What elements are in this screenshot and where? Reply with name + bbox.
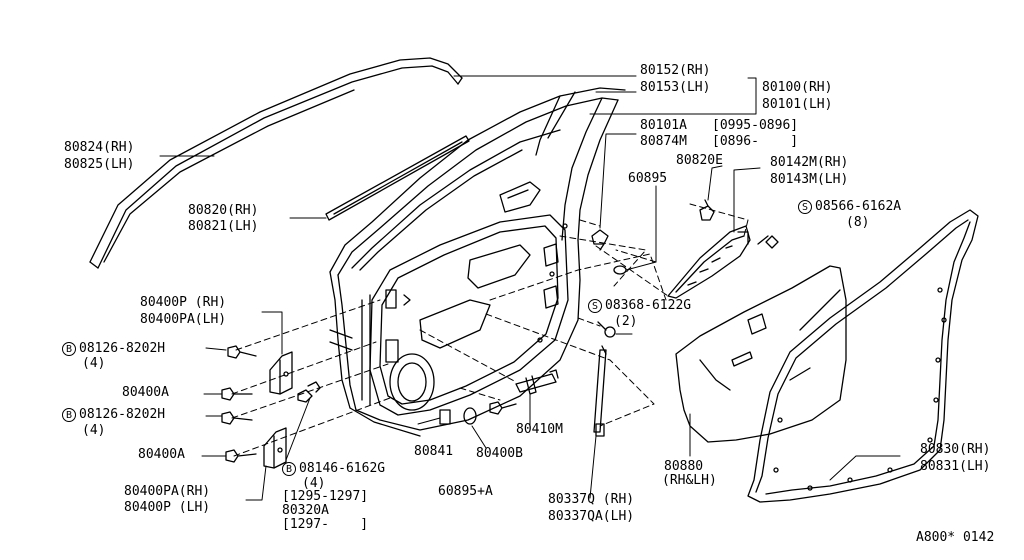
belt-moulding: [325, 135, 470, 221]
label-80400p-lh: 80400P (LH): [124, 500, 211, 515]
screw-08368: [597, 321, 616, 338]
plug-60895-top: [613, 265, 627, 275]
label-08146-qty: (4): [302, 476, 326, 491]
b-marker: B: [282, 461, 296, 476]
label-08368-num: 08368-6122G: [605, 298, 692, 313]
part-80841: [439, 409, 451, 425]
label-08566-qty: (8): [846, 215, 870, 230]
label-80880-side: (RH&LH): [662, 473, 717, 488]
lock-unit: [667, 225, 751, 299]
label-80874m: 80874M: [640, 134, 687, 149]
label-80824: 80824(RH): [64, 140, 135, 155]
label-08126-a-num: 08126-8202H: [79, 341, 166, 356]
label-80820: 80820(RH): [188, 203, 259, 218]
label-80820e: 80820E: [676, 153, 723, 168]
label-80400b: 80400B: [476, 446, 523, 461]
label-80400p-rh: 80400P (RH): [140, 295, 227, 310]
label-80400pa-rh: 80400PA(RH): [124, 484, 211, 499]
label-80825: 80825(LH): [64, 157, 135, 172]
weatherstrip: [747, 209, 979, 503]
label-80880: 80880: [664, 459, 704, 474]
label-80320a: 80320A: [282, 503, 329, 518]
stabilizer: [593, 345, 607, 437]
hinge-bolts: [221, 345, 321, 463]
label-08146-num: 08146-6162G: [299, 461, 386, 476]
label-80841: 80841: [414, 444, 454, 459]
clip-80820e: [699, 199, 715, 221]
diagram-code: A800* 0142: [916, 530, 995, 545]
plug-60895a: [463, 407, 477, 425]
check-link: [489, 369, 559, 415]
label-80400a-1: 80400A: [122, 385, 169, 400]
screw-08566: [757, 235, 779, 249]
label-80410m: 80410M: [516, 422, 563, 437]
label-80831: 80831(LH): [920, 459, 991, 474]
label-60895a: 60895+A: [438, 484, 493, 499]
label-80100: 80100(RH): [762, 80, 833, 95]
b-marker: B: [62, 407, 76, 422]
label-80153: 80153(LH): [640, 80, 711, 95]
label-date1: [1295-1297]: [282, 489, 369, 504]
label-80101a-date: [0995-0896]: [712, 118, 799, 133]
label-08566-num: 08566-6162A: [815, 199, 902, 214]
label-08368-qty: (2): [614, 314, 638, 329]
label-80821: 80821(LH): [188, 219, 259, 234]
door-shell: [329, 87, 626, 437]
label-08126-a-qty: (4): [82, 356, 106, 371]
label-08126-b-num: 08126-8202H: [79, 407, 166, 422]
dashed-assembly-lines: [231, 203, 749, 457]
label-80101: 80101(LH): [762, 97, 833, 112]
sealing-screen: [675, 265, 847, 443]
label-date2: [1297- ]: [282, 517, 369, 532]
s-marker: S: [588, 298, 602, 313]
label-80337qa: 80337QA(LH): [548, 509, 635, 524]
label-80874m-date: [0896- ]: [712, 134, 799, 149]
label-80143m: 80143M(LH): [770, 172, 849, 187]
label-60895-top: 60895: [628, 171, 668, 186]
label-08126-b-qty: (4): [82, 423, 106, 438]
label-80400pa-lh: 80400PA(LH): [140, 312, 227, 327]
label-80142m: 80142M(RH): [770, 155, 849, 170]
b-marker: B: [62, 341, 76, 356]
clip-80101a: [591, 229, 609, 251]
label-80101a: 80101A: [640, 118, 687, 133]
s-marker: S: [798, 199, 812, 214]
label-80830: 80830(RH): [920, 442, 991, 457]
label-80337q: 80337Q (RH): [548, 492, 635, 507]
label-80152: 80152(RH): [640, 63, 711, 78]
label-80400a-2: 80400A: [138, 447, 185, 462]
roof-moulding-strip: [89, 57, 463, 269]
